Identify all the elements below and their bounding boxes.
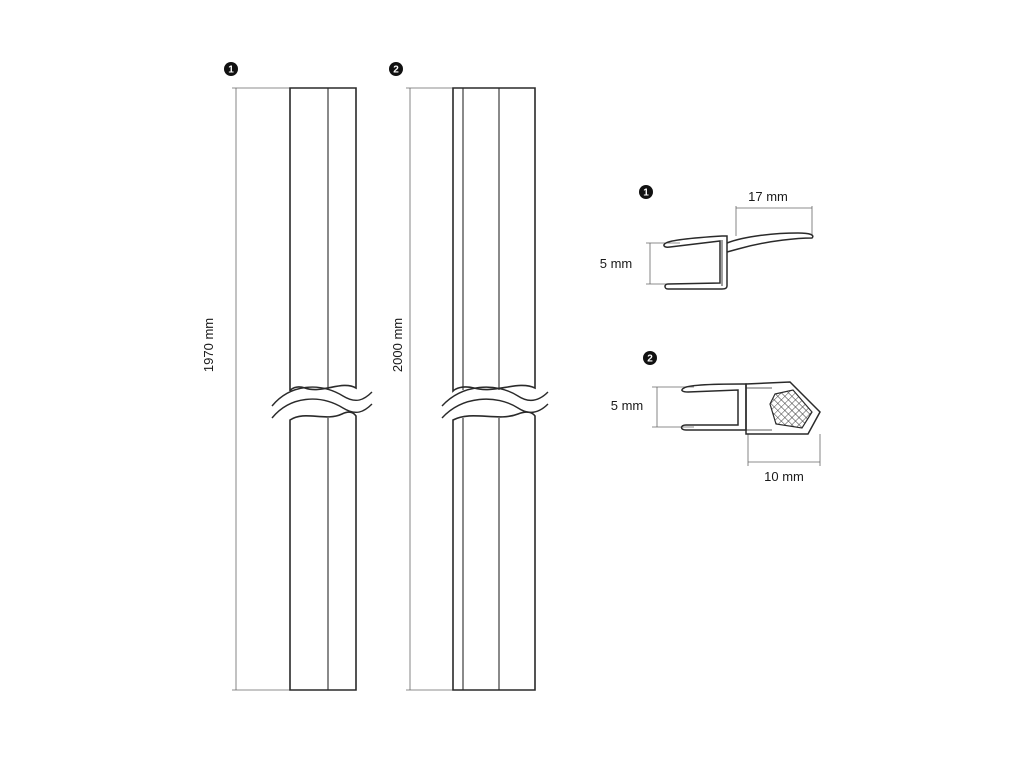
profile-2-section: 2 5 mm 10 mm <box>611 351 821 484</box>
profile-1-shape <box>663 232 814 290</box>
profile-2-shape <box>680 381 821 435</box>
strip-2: 2 2000 mm <box>389 62 549 691</box>
strip-2-length-label: 2000 mm <box>390 318 405 372</box>
cushion-mesh <box>769 389 813 429</box>
strip-2-length-dimension: 2000 mm <box>390 87 453 691</box>
profile-2-height-dimension: 5 mm <box>611 386 694 428</box>
profile-1-section: 1 17 mm 5 mm <box>600 185 814 290</box>
profile-2-width-label: 10 mm <box>764 469 804 484</box>
profile-1-height-label: 5 mm <box>600 256 633 271</box>
profile-1-width-dimension: 17 mm <box>735 189 813 236</box>
marker-2-profile: 2 <box>643 351 657 365</box>
marker-1-strip: 1 <box>224 62 238 76</box>
marker-2-strip-label: 2 <box>393 65 399 76</box>
strip-1-length-dimension: 1970 mm <box>201 87 290 691</box>
marker-2-strip: 2 <box>389 62 403 76</box>
strip-1-length-label: 1970 mm <box>201 318 216 372</box>
strip-1: 1 1970 mm <box>201 62 373 691</box>
profile-1-height-dimension: 5 mm <box>600 242 680 285</box>
marker-2-profile-label: 2 <box>647 354 653 365</box>
strip-1-body <box>271 87 373 691</box>
marker-1-profile-label: 1 <box>643 188 649 199</box>
strip-2-body <box>441 87 549 691</box>
profile-2-height-label: 5 mm <box>611 398 644 413</box>
marker-1-profile: 1 <box>639 185 653 199</box>
profile-2-width-dimension: 10 mm <box>747 434 821 484</box>
marker-1-strip-label: 1 <box>228 65 234 76</box>
profile-1-width-label: 17 mm <box>748 189 788 204</box>
